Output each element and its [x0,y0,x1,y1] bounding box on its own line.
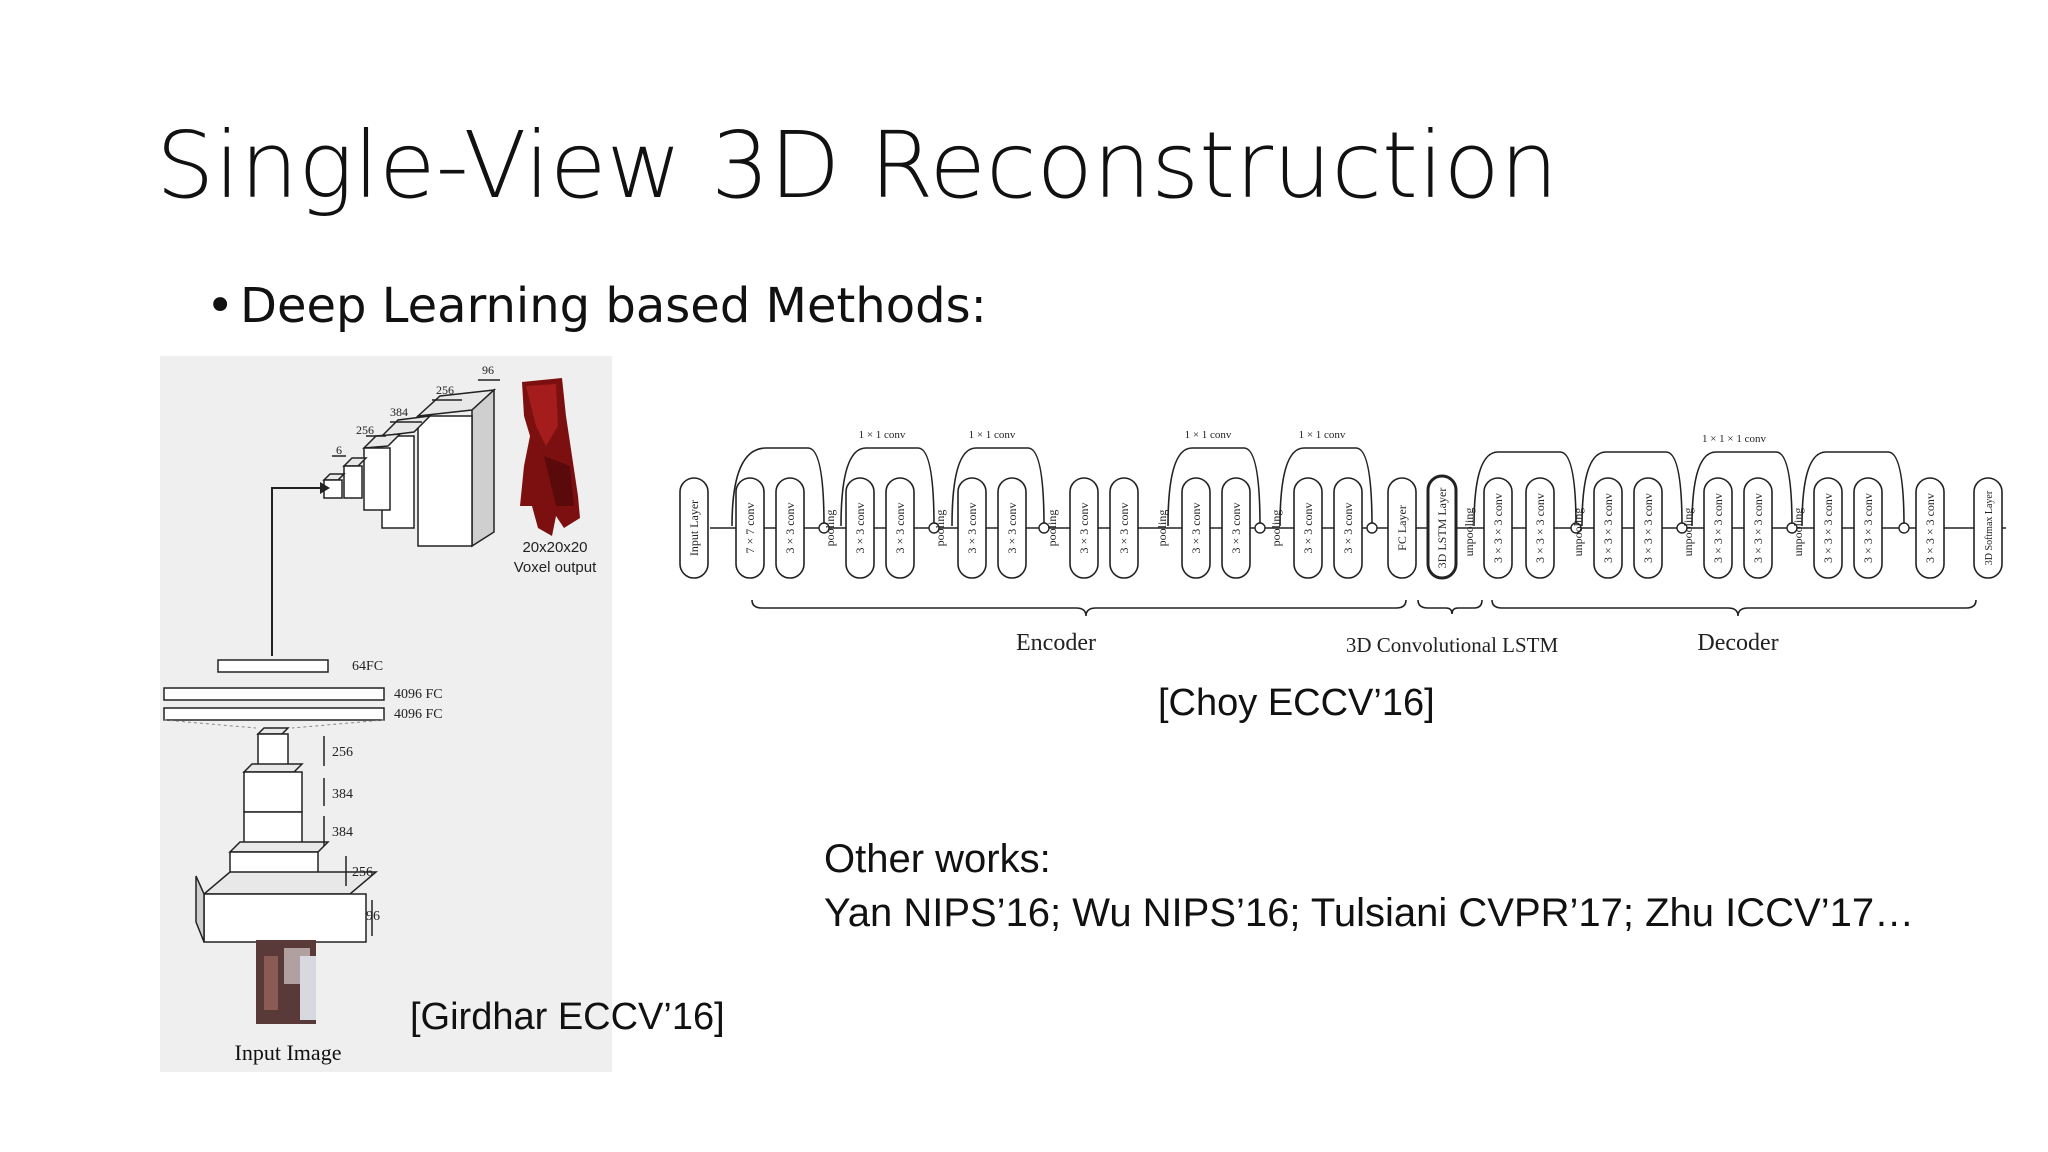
layer-conv333-f: 3 × 3 × 3 conv [1751,493,1765,563]
layer-conv3-c: 3 × 3 conv [893,502,907,553]
skip-label-2: 1 × 1 conv [969,429,1016,441]
fc-label-4096-b: 4096 FC [394,707,443,722]
layer-conv333-i: 3 × 3 × 3 conv [1923,493,1937,563]
skip-connections [731,447,1905,527]
layer-unpool-c: unpooling [1681,508,1695,557]
encoder-dim-1: 256 [332,745,353,760]
layer-conv333-b: 3 × 3 × 3 conv [1533,493,1547,563]
decoder-volumes [322,388,497,548]
layer-pills [679,474,2003,580]
layer-conv333-c: 3 × 3 × 3 conv [1601,493,1615,563]
layer-conv333-a: 3 × 3 × 3 conv [1491,493,1505,563]
decoder-dim-4: 256 [436,383,454,397]
skip-label-3: 1 × 1 conv [1185,429,1232,441]
layer-conv3-e: 3 × 3 conv [1005,502,1019,553]
encoder-label: Encoder [1016,630,1096,656]
layer-input: Input Layer [687,500,701,556]
layer-conv333-h: 3 × 3 × 3 conv [1861,493,1875,563]
decoder-dim-2: 256 [356,423,374,437]
layer-unpool-b: unpooling [1571,508,1585,557]
section-braces [751,599,1977,617]
choy-diagram: 1 × 1 conv 1 × 1 conv 1 × 1 conv 1 × 1 c… [679,429,2006,657]
girdhar-figure: 96 256 384 256 6 20x20x20 Voxel output 6… [160,356,612,1072]
layer-conv3-h: 3 × 3 conv [1189,502,1203,553]
layer-pool-a: pooling [823,510,837,547]
layer-pool-d: pooling [1155,510,1169,547]
other-works-list: Yan NIPS’16; Wu NIPS’16; Tulsiani CVPR’1… [824,891,1915,935]
layer-unpool-d: unpooling [1791,508,1805,557]
slide-title: Single-View 3D Reconstruction [156,112,1559,219]
girdhar-diagram: 96 256 384 256 6 20x20x20 Voxel output 6… [163,363,597,1065]
layer-conv3-a: 3 × 3 conv [783,502,797,553]
layer-conv7: 7 × 7 conv [743,502,757,553]
choy-citation: [Choy ECCV’16] [1158,682,1435,724]
layer-conv3-i: 3 × 3 conv [1229,502,1243,553]
lstm-label: 3D Convolutional LSTM [1346,633,1559,657]
voxel-size-label: 20x20x20 [522,539,587,556]
layer-softmax: 3D Softmax Layer [1984,490,1995,565]
fc-label-64: 64FC [352,659,383,674]
layer-conv3-f: 3 × 3 conv [1077,502,1091,553]
girdhar-citation: [Girdhar ECCV’16] [410,996,725,1038]
fc-layers [163,659,385,721]
layer-conv333-g: 3 × 3 × 3 conv [1821,493,1835,563]
layer-conv333-d: 3 × 3 × 3 conv [1641,493,1655,563]
decoder-label: Decoder [1697,630,1778,656]
layer-unpool-a: unpooling [1462,508,1476,557]
voxel-chair-image [520,378,580,536]
layer-pool-b: pooling [933,510,947,547]
fc-label-4096-a: 4096 FC [394,687,443,702]
sum-nodes [818,522,1910,534]
encoder-dim-2: 384 [332,787,353,802]
other-works-heading: Other works: [824,837,1051,881]
input-chair-image [256,940,316,1024]
layer-pool-c: pooling [1045,510,1059,547]
encoder-dim-4: 256 [352,865,373,880]
layer-conv3-g: 3 × 3 conv [1117,502,1131,553]
skip-label-4: 1 × 1 conv [1299,429,1346,441]
layer-conv333-e: 3 × 3 × 3 conv [1711,493,1725,563]
fc-proj-right [291,719,385,729]
decoder-dim-arrows [332,379,500,457]
voxel-output-label: Voxel output [514,559,597,576]
fc-proj-left [163,719,257,729]
layer-conv3-k: 3 × 3 conv [1341,502,1355,553]
decoder-dim-1: 6 [336,443,342,457]
encoder-dim-arrows [323,736,373,936]
latent-arrow [271,487,320,656]
decoder-dim-3: 384 [390,405,408,419]
input-image-label: Input Image [235,1040,342,1065]
bullet-marker: • [206,278,235,334]
layer-conv3-b: 3 × 3 conv [853,502,867,553]
other-works: Other works: Yan NIPS’16; Wu NIPS’16; Tu… [824,832,1914,940]
layer-lstm: 3D LSTM Layer [1435,488,1449,569]
encoder-dim-5: 96 [366,909,380,924]
layer-fc: FC Layer [1395,505,1409,551]
encoder-volumes [195,727,379,943]
layer-conv3-j: 3 × 3 conv [1301,502,1315,553]
encoder-dim-3: 384 [332,825,353,840]
skip-label-1: 1 × 1 conv [859,429,906,441]
layer-conv3-d: 3 × 3 conv [965,502,979,553]
layer-pool-e: pooling [1269,510,1283,547]
bullet-text: Deep Learning based Methods: [240,278,987,334]
decoder-dim-5: 96 [482,363,494,377]
skip-label-5: 1 × 1 × 1 conv [1702,433,1767,445]
